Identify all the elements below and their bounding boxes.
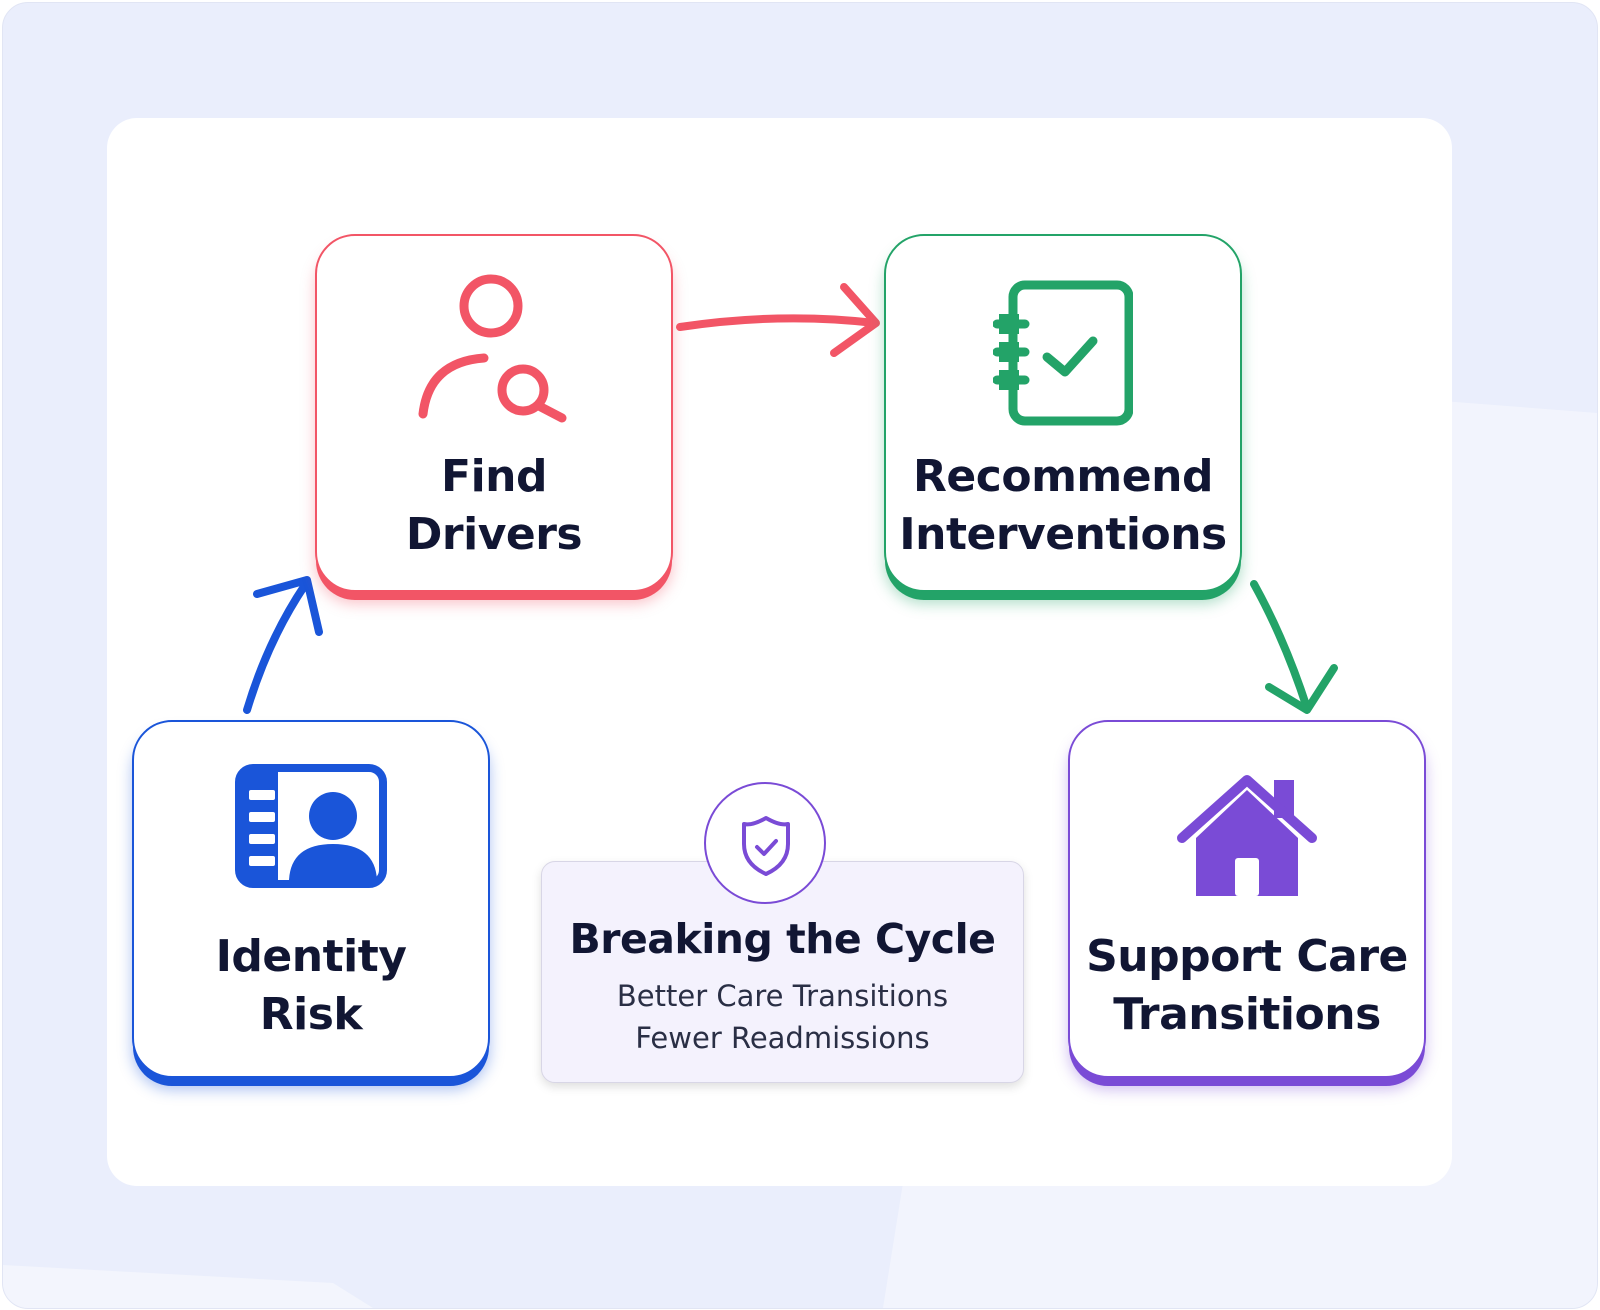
step-recommend-interventions: Recommend Interventions	[884, 234, 1242, 592]
step-label-line-1: Identity	[215, 931, 407, 982]
step-label-line-1: Recommend	[913, 451, 1213, 502]
step-label-line-1: Support Care	[1086, 931, 1408, 982]
person-search-icon	[317, 274, 671, 424]
step-label: Identity Risk	[134, 928, 488, 1044]
step-label: Recommend Interventions	[886, 448, 1240, 564]
step-label-line-1: Find	[441, 451, 547, 502]
shield-check-icon	[742, 816, 790, 876]
checklist-notebook-icon	[886, 280, 1240, 426]
center-line-1: Better Care Transitions	[616, 979, 949, 1013]
step-label-line-2: Drivers	[405, 509, 583, 560]
step-label-line-2: Interventions	[899, 509, 1227, 560]
step-support-care-transitions: Support Care Transitions	[1068, 720, 1426, 1078]
center-title: Breaking the Cycle	[569, 915, 996, 963]
shield-badge	[704, 782, 826, 904]
id-card-icon	[134, 764, 488, 888]
step-identify-risk: Identity Risk	[132, 720, 490, 1078]
center-line-2: Fewer Readmissions	[635, 1021, 930, 1055]
step-label-line-2: Risk	[259, 989, 363, 1040]
step-find-drivers: Find Drivers	[315, 234, 673, 592]
house-icon	[1070, 774, 1424, 904]
step-label: Support Care Transitions	[1070, 928, 1424, 1044]
step-label-line-2: Transitions	[1113, 989, 1381, 1040]
step-label: Find Drivers	[317, 448, 671, 564]
